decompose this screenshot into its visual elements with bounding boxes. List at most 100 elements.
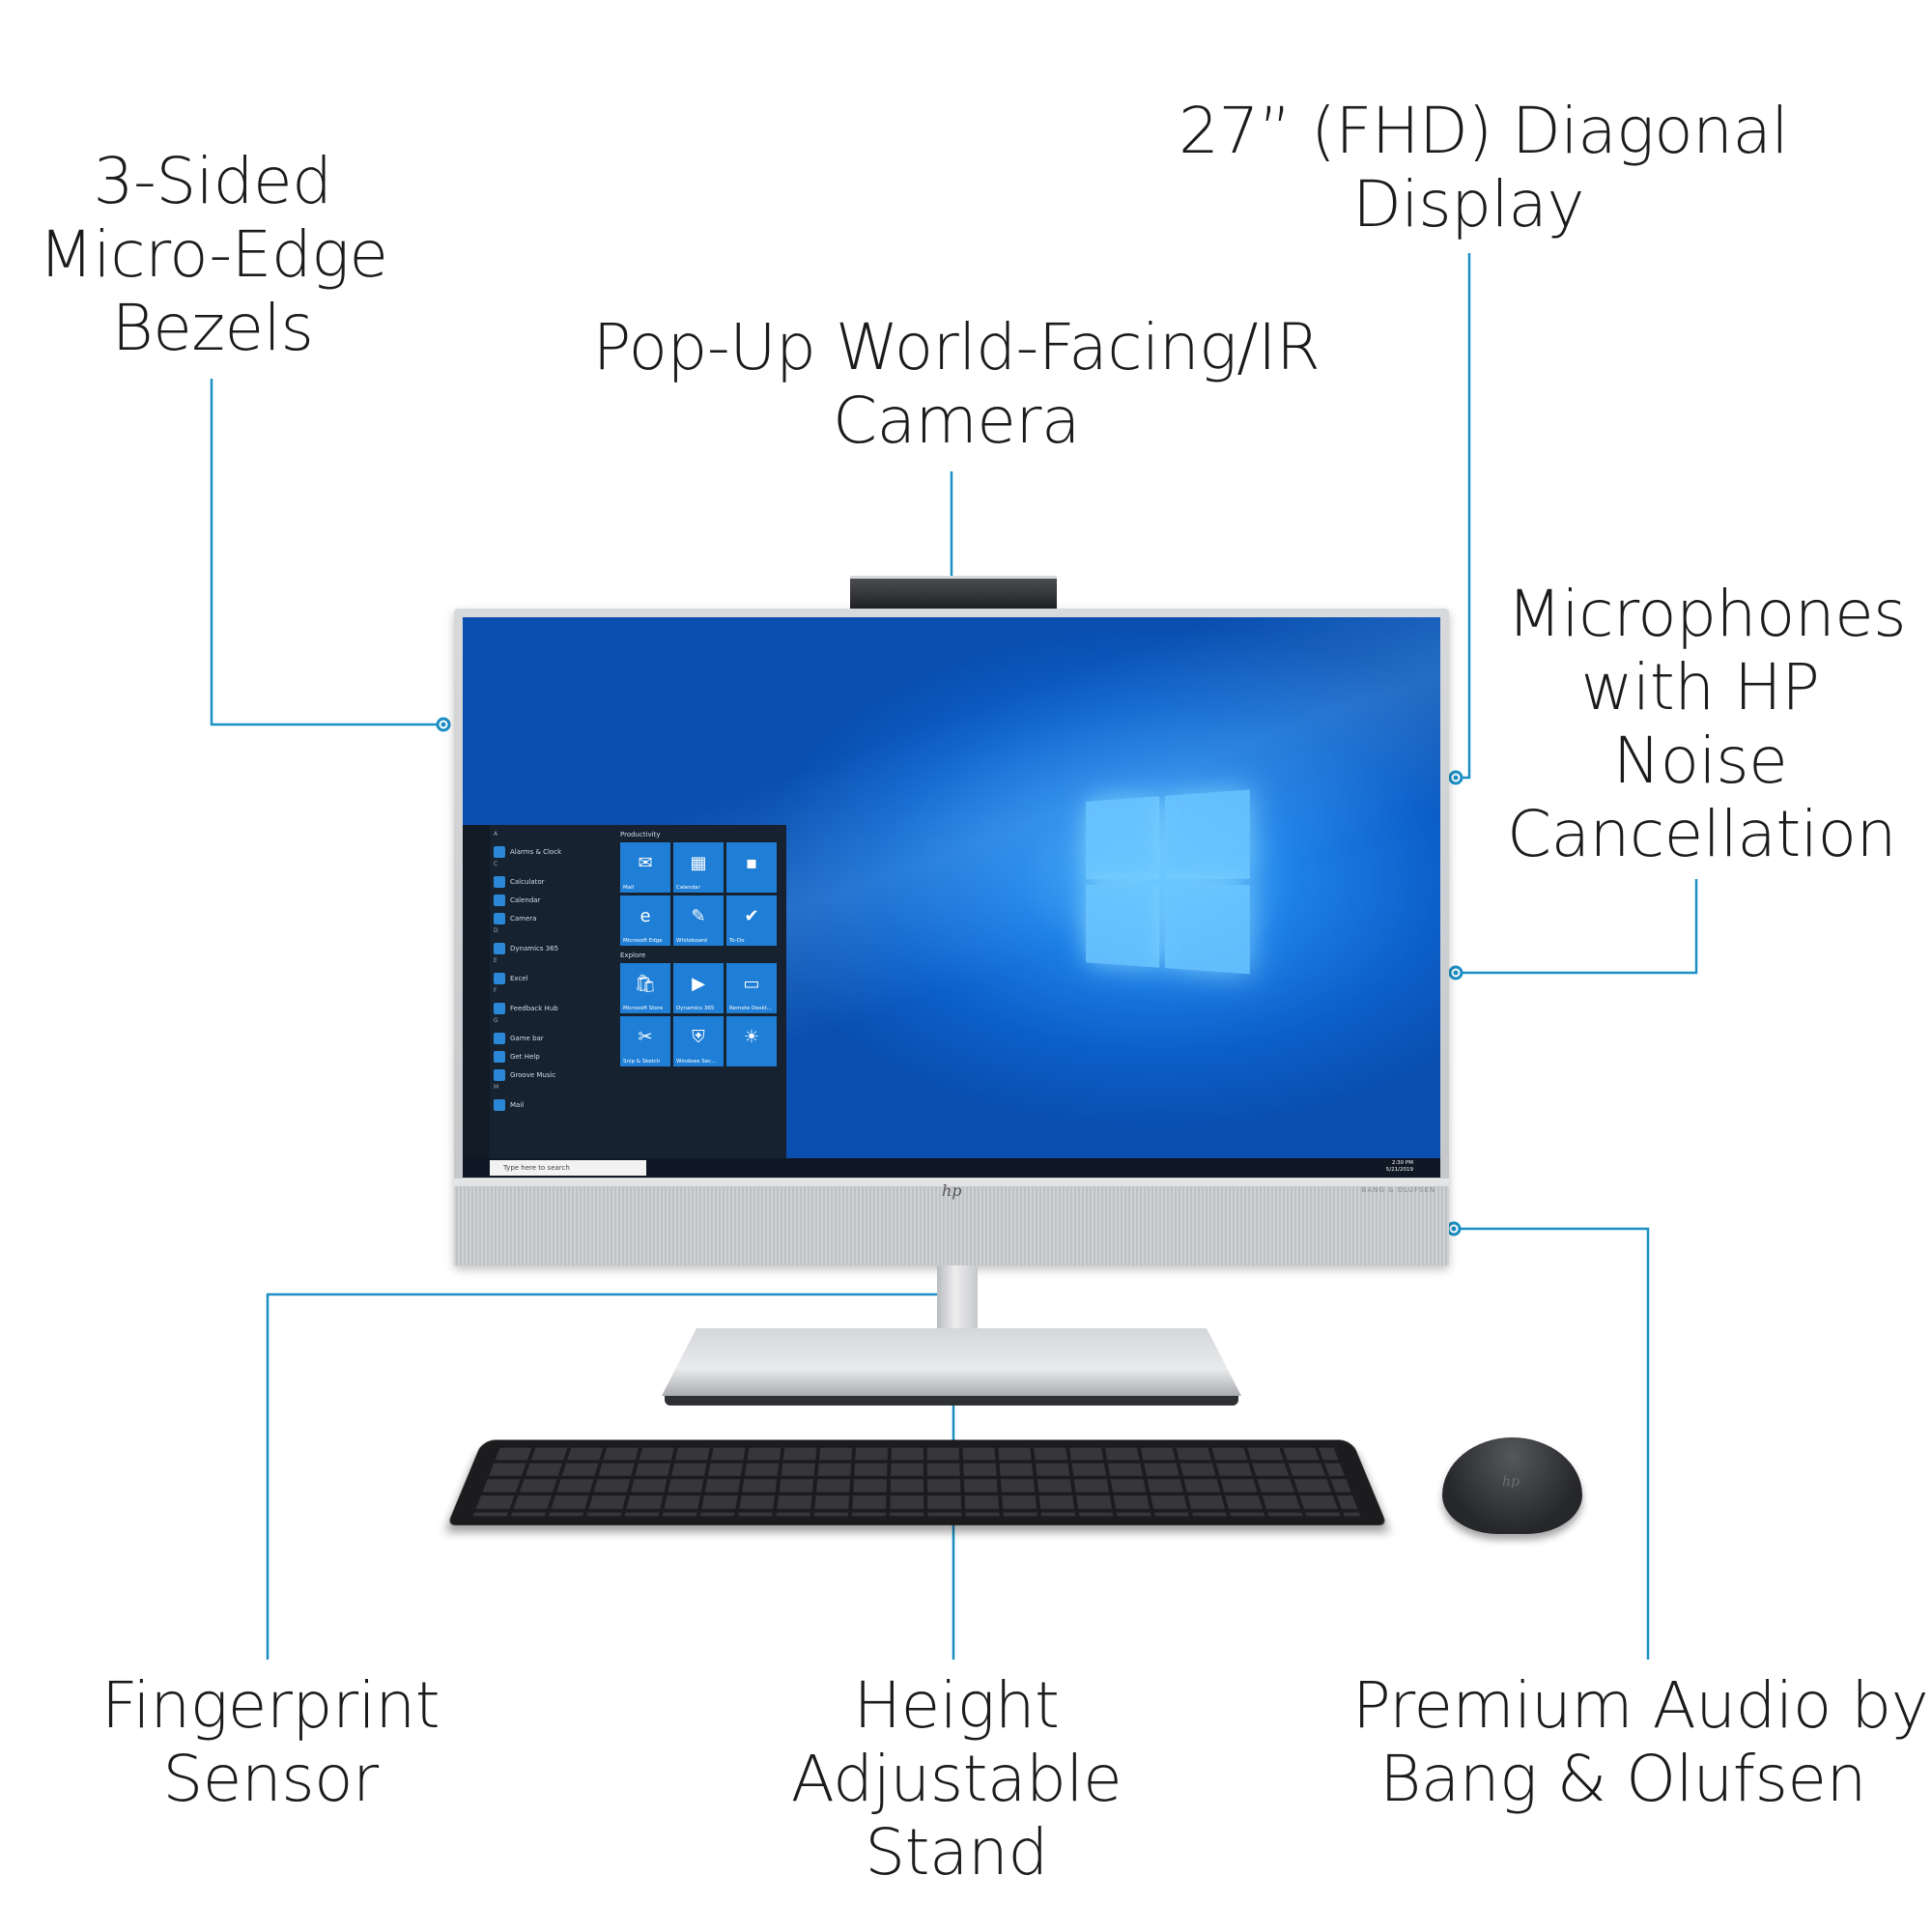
callout-line: Noise [1612, 724, 1788, 798]
app-list-letter: M [494, 1084, 499, 1091]
start-tile[interactable]: ▭ Remote Deskt... [726, 963, 777, 1013]
tile-label: Remote Deskt... [729, 1006, 773, 1011]
start-tile[interactable]: ▪ [726, 842, 777, 893]
callout-fingerprint: Fingerprint Sensor [87, 1669, 454, 1816]
bang-olufsen-label: BANG & OLUFSEN [1361, 1186, 1435, 1194]
app-list-item[interactable]: Mail [494, 1095, 614, 1114]
app-list-letter: E [494, 957, 497, 964]
tile-label: Windows Sec... [676, 1059, 717, 1065]
callout-line: with HP [1580, 650, 1820, 724]
tile-icon: ▶ [692, 974, 705, 994]
app-list-letter: F [494, 987, 497, 994]
callout-line: Sensor [162, 1742, 379, 1816]
start-tile[interactable]: ⛨ Windows Sec... [673, 1016, 724, 1066]
callout-line: Bezels [111, 291, 314, 365]
callout-line: Micro-Edge [39, 217, 388, 292]
app-name: Camera [510, 914, 537, 923]
app-list-item[interactable]: Feedback Hub [494, 999, 614, 1017]
tile-icon: ✉ [638, 853, 653, 873]
keyboard-keys [472, 1447, 1361, 1517]
app-icon [494, 894, 505, 906]
app-name: Mail [510, 1100, 525, 1109]
app-list-item[interactable]: Calendar [494, 891, 614, 909]
start-tile[interactable]: ✂ Snip & Sketch [620, 1016, 670, 1066]
app-name: Dynamics 365 [510, 944, 559, 952]
tile-grid: 🛍Microsoft Store ▶ Dynamics 365 ▭ Remote Des… [620, 963, 782, 1066]
app-icon [494, 1098, 505, 1111]
tile-label: Dynamics 365 [676, 1006, 715, 1011]
callout-line: Height [853, 1668, 1060, 1743]
tile-label: Snip & Sketch [623, 1059, 661, 1065]
start-tile[interactable]: ▶ Dynamics 365 [673, 963, 724, 1013]
callout-microphones: Microphones with HP Noise Cancellation [1507, 578, 1907, 871]
callout-line: Premium Audio by [1352, 1668, 1929, 1743]
app-name: Game bar [510, 1034, 544, 1042]
taskbar-clock[interactable]: 2:30 PM 5/21/2019 [1386, 1160, 1413, 1174]
clock-date: 5/21/2019 [1385, 1167, 1413, 1173]
app-icon [494, 1002, 505, 1014]
tile-label: Calendar [676, 885, 700, 891]
tile-label: Microsoft Edge [623, 938, 663, 944]
mouse-hp-logo: hp [1502, 1474, 1520, 1490]
tile-icon: ⛨ [692, 1027, 705, 1047]
app-icon [494, 1068, 505, 1081]
taskbar-search-box[interactable]: Type here to search [490, 1160, 646, 1176]
app-name: Get Help [510, 1052, 540, 1061]
callout-stand: Height Adjustable Stand [763, 1669, 1150, 1889]
windows-logo-icon [1085, 789, 1252, 976]
app-icon [494, 942, 505, 954]
app-list-item[interactable]: Alarms & Clock [494, 842, 614, 861]
app-name: Feedback Hub [510, 1004, 558, 1012]
tile-group-label: Explore [620, 952, 646, 959]
tile-icon: ✎ [691, 906, 706, 926]
tile-icon: ▭ [743, 974, 760, 994]
app-name: Excel [510, 974, 528, 982]
start-menu-rail [463, 825, 490, 1158]
app-list-item[interactable]: Get Help [494, 1047, 614, 1065]
start-tile[interactable]: ✎Whiteboard [673, 895, 724, 946]
callout-camera: Pop-Up World-Facing/IR Camera [589, 311, 1323, 458]
app-icon [494, 972, 505, 984]
tile-icon: ✂ [638, 1027, 653, 1047]
keyboard [446, 1439, 1388, 1525]
callout-line: Display [1352, 167, 1584, 242]
app-icon [494, 1032, 505, 1044]
app-list-item[interactable]: Camera [494, 909, 614, 927]
callout-bezels: 3-Sided Micro-Edge Bezels [39, 145, 388, 365]
start-tile[interactable]: ☀ [726, 1016, 777, 1066]
app-list-item[interactable]: Dynamics 365 [494, 939, 614, 957]
hp-logo: hp [942, 1181, 962, 1200]
start-tile[interactable]: ✉ Mail [620, 842, 670, 893]
callout-line: Adjustable [790, 1742, 1122, 1816]
app-icon [494, 912, 505, 924]
tile-icon: e [639, 906, 651, 926]
app-list-letter: C [494, 861, 498, 867]
stand-base-edge [665, 1396, 1238, 1406]
start-tile[interactable]: 🛍Microsoft Store [620, 963, 670, 1013]
app-list-item[interactable]: Groove Music [494, 1065, 614, 1084]
tile-group-label: Productivity [620, 831, 661, 838]
start-tile[interactable]: ✔To-Do [726, 895, 777, 946]
app-list-item[interactable]: Game bar [494, 1029, 614, 1047]
app-name: Calendar [510, 895, 541, 904]
stand-base [662, 1328, 1241, 1396]
app-name: Alarms & Clock [510, 847, 562, 856]
app-list-letter: D [494, 927, 498, 934]
callout-line: 27” (FHD) Diagonal [1179, 94, 1789, 168]
speaker-grille [454, 1186, 1449, 1265]
tile-icon: ▦ [690, 853, 707, 873]
tile-label: Mail [623, 885, 635, 891]
callout-line: Bang & Olufsen [1379, 1742, 1866, 1816]
app-list-item[interactable]: Excel [494, 969, 614, 987]
app-list-letter: A [494, 831, 498, 838]
start-tile[interactable]: ▦ Calendar [673, 842, 724, 893]
tile-icon: ▪ [745, 853, 758, 873]
app-name: Groove Music [510, 1070, 556, 1079]
app-list-item[interactable]: Calculator [494, 872, 614, 891]
